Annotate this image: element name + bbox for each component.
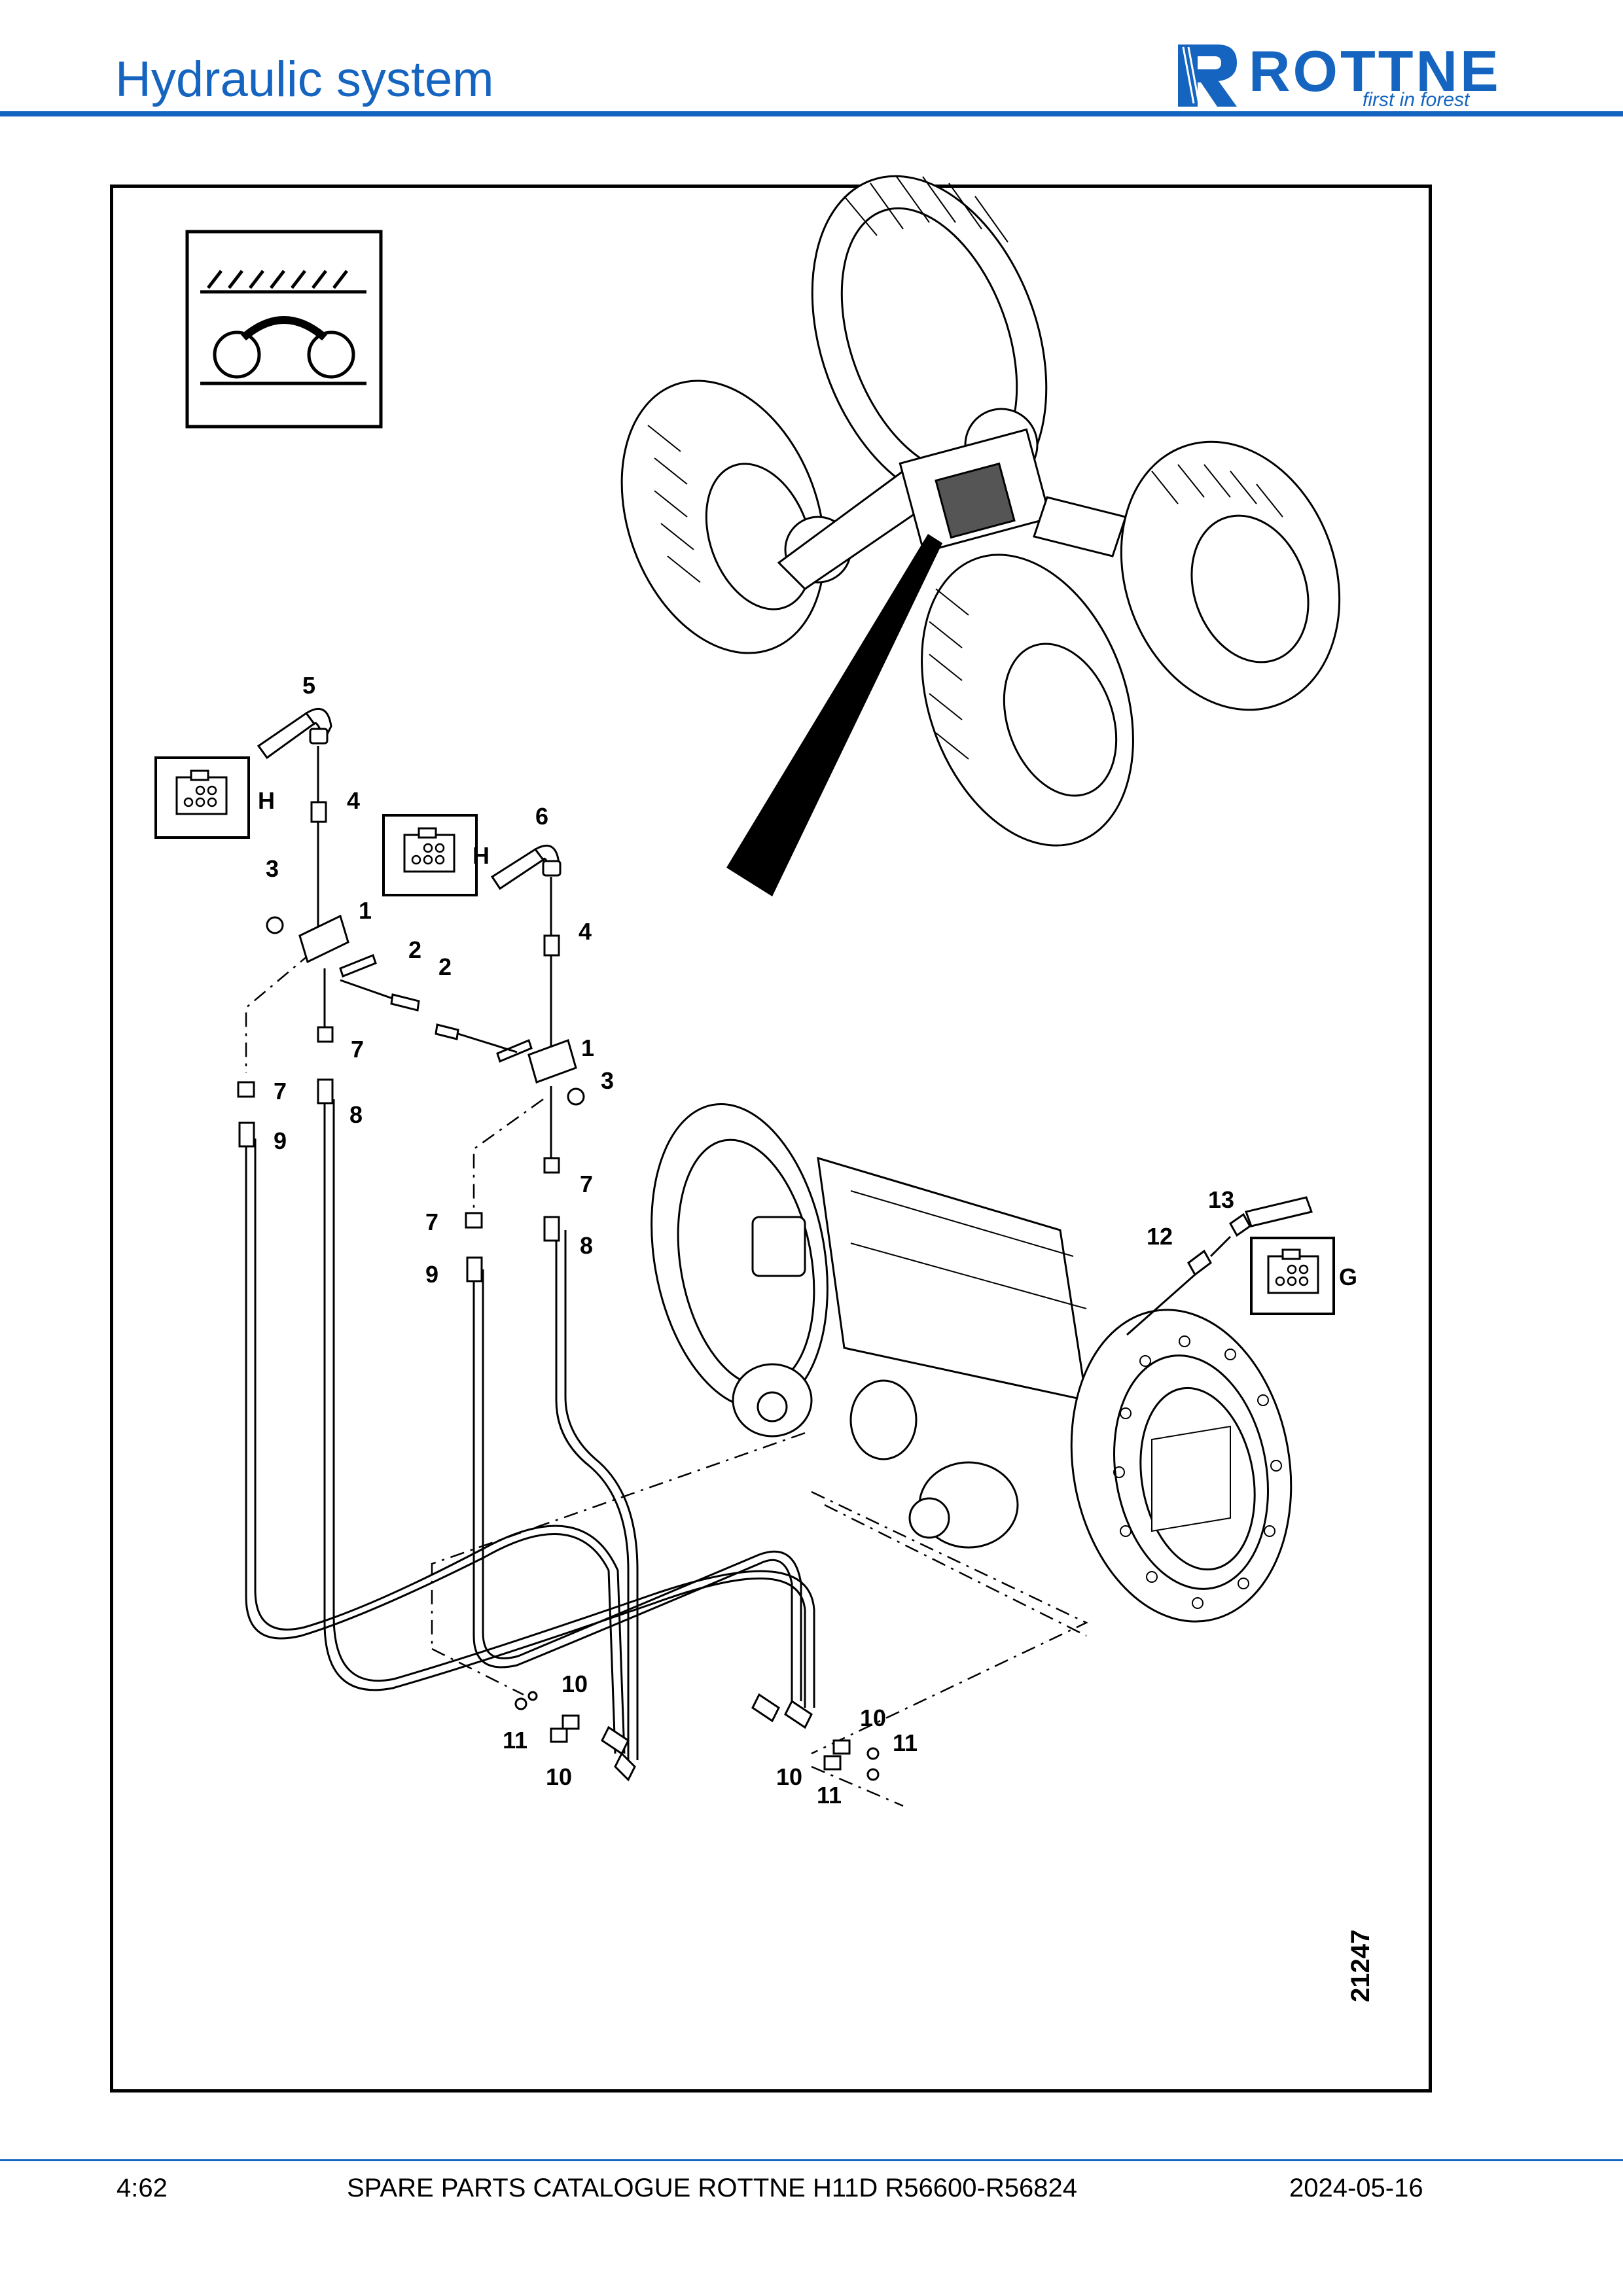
nut-3: [266, 916, 284, 934]
callout-1: 1: [359, 897, 372, 924]
sensor-body-13: [1229, 1212, 1251, 1237]
callout-7: 7: [274, 1078, 287, 1104]
diagram-frame: [110, 185, 1432, 2093]
callout-10: 10: [776, 1763, 802, 1790]
adapter-7: [237, 1081, 255, 1098]
clamp-1: [527, 1039, 577, 1084]
clamp-1: [298, 914, 349, 964]
footer-page-number: 4:62: [116, 2174, 168, 2202]
connector-ref-g: [1250, 1237, 1335, 1315]
callout-2: 2: [438, 953, 452, 980]
adapter-12: [1187, 1249, 1212, 1277]
seal-11: [514, 1697, 527, 1710]
footer-divider: [0, 2159, 1623, 2161]
callout-10: 10: [546, 1763, 572, 1790]
footer-date: 2024-05-16: [1289, 2174, 1423, 2202]
rottne-r-emblem-icon: [1178, 44, 1237, 107]
callout-4: 4: [347, 787, 360, 814]
tandem-bogie-icon: [185, 230, 383, 429]
bolt-2: [390, 993, 420, 1012]
fitting-10: [823, 1755, 842, 1771]
sensor-13: [1245, 1196, 1313, 1227]
fitting-10: [562, 1714, 580, 1730]
bolt-2: [435, 1023, 459, 1040]
seal-11: [866, 1747, 880, 1760]
callout-10: 10: [860, 1704, 886, 1731]
callout-12: 12: [1147, 1223, 1173, 1250]
callout-7: 7: [580, 1171, 593, 1197]
logo-tagline: first in forest: [1363, 89, 1470, 111]
connector-ref-h-mid: [382, 814, 478, 896]
bogie-overview-illustration: [620, 175, 1341, 847]
header-divider: [0, 111, 1623, 116]
connector-label-h: H: [258, 787, 275, 814]
adapter-4: [543, 934, 560, 957]
callout-9: 9: [274, 1127, 287, 1154]
connector-label-g: G: [1339, 1263, 1357, 1290]
adapter-4: [310, 801, 327, 823]
dashed-leaders: [245, 952, 1088, 1807]
callout-8: 8: [580, 1232, 593, 1259]
callout-11: 11: [503, 1727, 527, 1754]
connector-label-h: H: [473, 842, 490, 869]
logo-wordmark: ROTTNE: [1249, 39, 1501, 103]
callout-8: 8: [349, 1101, 363, 1128]
nut-3: [567, 1087, 585, 1106]
callout-7: 7: [351, 1036, 364, 1063]
page-title: Hydraulic system: [115, 52, 494, 107]
callout-2: 2: [408, 936, 421, 963]
callout-11: 11: [893, 1729, 918, 1756]
elbow-fitting-6: [490, 847, 545, 891]
hose-end-8: [543, 1216, 560, 1242]
callout-3: 3: [266, 855, 279, 882]
callout-3: 3: [601, 1067, 614, 1094]
hose-end-8: [317, 1078, 334, 1104]
fitting-10: [832, 1739, 851, 1755]
callout-13: 13: [1208, 1186, 1234, 1213]
callout-5: 5: [302, 672, 315, 699]
hose-end-9: [466, 1256, 483, 1282]
adapter-7: [543, 1157, 560, 1174]
connector-ref-h-top: [154, 756, 250, 839]
callout-9: 9: [425, 1261, 438, 1288]
hydraulic-hoses: [245, 1099, 815, 1760]
rottne-logo: ROTTNE first in forest: [1171, 38, 1512, 111]
footer-catalogue-title: SPARE PARTS CATALOGUE ROTTNE H11D R56600…: [347, 2174, 1077, 2202]
callout-4: 4: [579, 918, 592, 945]
tube-lines: [317, 746, 552, 1165]
callout-11: 11: [817, 1782, 842, 1809]
callout-1: 1: [581, 1034, 594, 1061]
adapter-7: [317, 1026, 334, 1043]
callout-6: 6: [535, 803, 548, 830]
fitting-10: [550, 1727, 568, 1743]
callout-10: 10: [562, 1670, 588, 1697]
callout-7: 7: [425, 1209, 438, 1235]
bogie-axle-housing-illustration: [651, 1103, 1293, 1623]
fittings: [237, 707, 1313, 1782]
hose-end-9: [238, 1122, 255, 1148]
adapter-7: [465, 1212, 483, 1229]
seal-11: [866, 1768, 880, 1781]
detail-pointer: [726, 534, 942, 896]
elbow-fitting-5: [257, 711, 316, 760]
drawing-number: 21247: [1346, 1930, 1375, 2002]
